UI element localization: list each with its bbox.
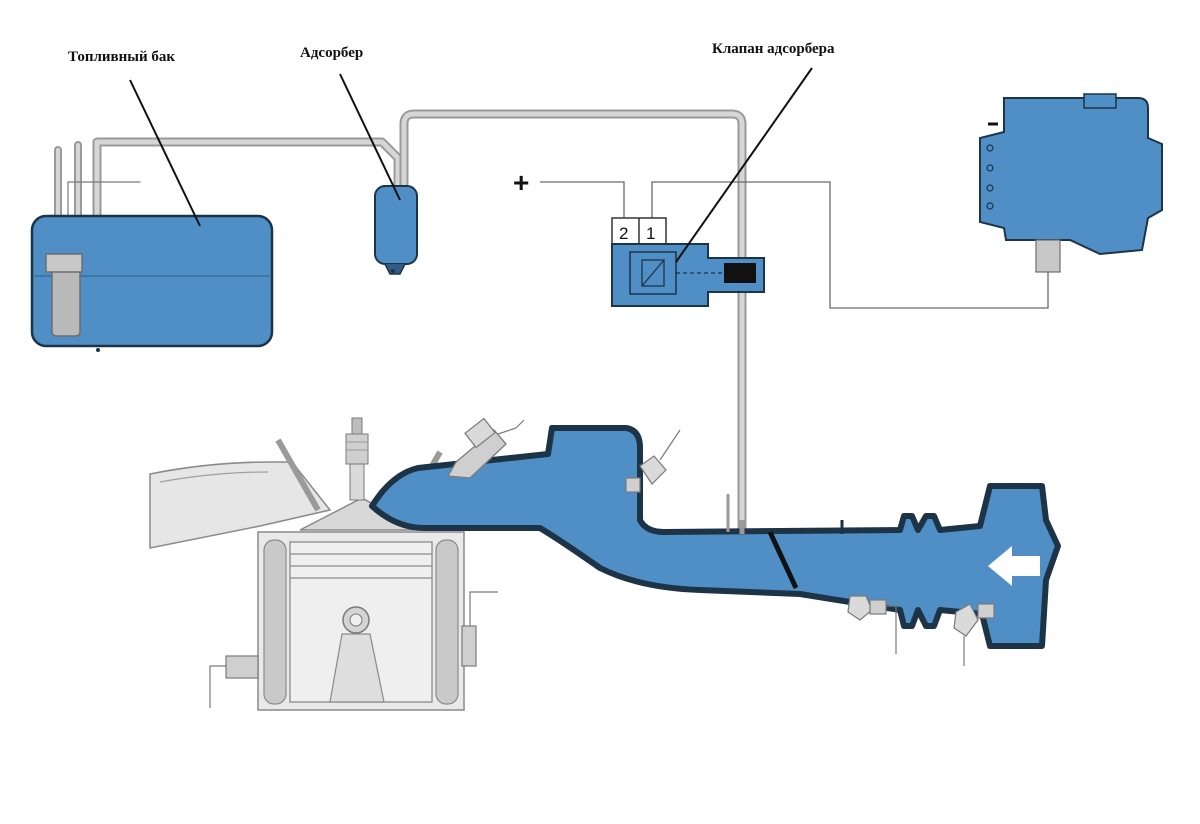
adsorber-label: Адсорбер bbox=[300, 45, 364, 61]
supply-plus-sign: + bbox=[513, 167, 529, 198]
leader-lines bbox=[129, 67, 813, 263]
fuel-tank bbox=[30, 214, 274, 352]
engine-cylinder bbox=[149, 417, 498, 711]
adsorber-leader bbox=[339, 73, 401, 201]
adsorber-valve-leader bbox=[675, 67, 813, 263]
electrical-wiring bbox=[540, 181, 1049, 309]
intake-manifold bbox=[369, 425, 1061, 649]
throttle-position-sensor bbox=[847, 595, 897, 654]
fuel-tank-label: Топливный бак bbox=[68, 49, 176, 65]
air-flow-arrow bbox=[988, 546, 1040, 586]
knock-sensor bbox=[209, 655, 259, 708]
engine-control-unit bbox=[979, 93, 1163, 273]
fuel-injector bbox=[446, 417, 525, 479]
ecu-connector bbox=[1035, 239, 1061, 273]
vapor-pipes bbox=[54, 109, 747, 535]
adsorber-valve-label: Клапан адсорбера bbox=[712, 41, 835, 57]
fuel-pump bbox=[51, 269, 81, 337]
spark-plug bbox=[345, 417, 369, 501]
intake-temp-sensor bbox=[625, 429, 681, 493]
fuel-tank-leader bbox=[129, 79, 201, 227]
valve-pin-2: 2 bbox=[619, 224, 628, 243]
coolant-temp-sensor bbox=[461, 591, 498, 667]
valve-pin-1: 1 bbox=[646, 224, 655, 243]
tank-to-adsorber-pipe bbox=[92, 137, 403, 221]
valve-plunger bbox=[724, 263, 756, 283]
adsorber-valve bbox=[611, 217, 765, 307]
throttle-plate bbox=[767, 530, 799, 590]
piston bbox=[289, 541, 433, 703]
air-mass-sensor bbox=[953, 603, 995, 666]
adsorber-canister bbox=[374, 185, 418, 275]
